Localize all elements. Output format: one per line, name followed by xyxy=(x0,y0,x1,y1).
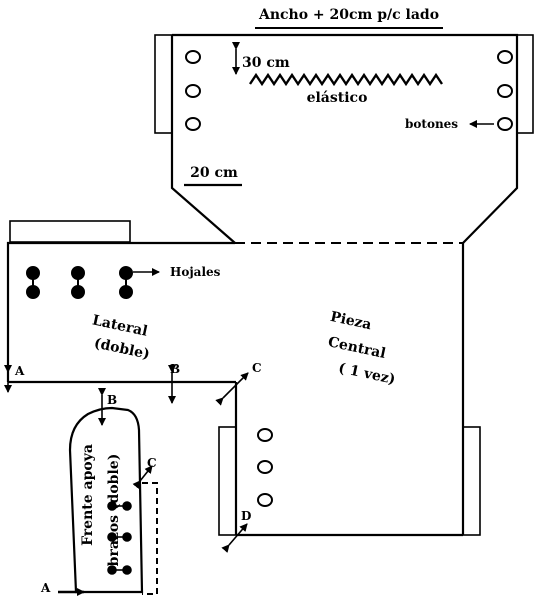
buttonholes-label: Hojales xyxy=(170,265,221,279)
marker-c-lateral-arrow xyxy=(215,372,249,406)
lateral-subtitle: (doble) xyxy=(93,335,151,362)
top-left-flap xyxy=(154,34,173,134)
central-piece xyxy=(218,243,481,537)
button-icon xyxy=(497,117,513,131)
central-buttons xyxy=(257,428,273,507)
central-title-1: Pieza xyxy=(329,309,373,333)
top-piece-outline xyxy=(170,33,519,244)
depth-30-label: 30 cm xyxy=(242,55,290,71)
central-left-flap xyxy=(218,426,237,536)
button-icon xyxy=(257,428,273,442)
buttonholes xyxy=(26,266,133,299)
width-note: Ancho + 20cm p/c lado xyxy=(258,7,439,23)
marker-c-lateral-label: C xyxy=(252,361,262,375)
central-title-3: ( 1 vez) xyxy=(337,360,397,388)
lateral-piece xyxy=(6,220,236,384)
central-right-flap xyxy=(462,426,481,536)
armrest-title: Frente apoya xyxy=(80,444,96,546)
marker-a-armrest-label: A xyxy=(40,581,51,595)
button-icon xyxy=(185,50,201,64)
button-icon xyxy=(257,493,273,507)
marker-d-central-arrow xyxy=(221,523,248,553)
elastic-label: elástico xyxy=(307,90,368,106)
lateral-outline xyxy=(6,241,235,382)
match-markers xyxy=(4,365,249,596)
top-piece xyxy=(154,27,534,244)
marker-c-armrest-label: C xyxy=(147,456,157,470)
top-buttons xyxy=(185,50,513,131)
marker-c-armrest-arrow xyxy=(132,465,153,489)
button-icon xyxy=(257,460,273,474)
button-icon xyxy=(497,50,513,64)
marker-a-lateral-label: A xyxy=(14,364,25,378)
buttons-label: botones xyxy=(405,117,458,131)
depth-20-label: 20 cm xyxy=(190,165,238,181)
elastic-zigzag xyxy=(249,72,443,87)
button-icon xyxy=(185,84,201,98)
marker-b-lateral-label: B xyxy=(170,362,180,376)
button-icon xyxy=(185,117,201,131)
central-title-2: Central xyxy=(327,334,388,362)
marker-d-central-label: D xyxy=(241,509,251,523)
marker-b-armrest-label: B xyxy=(107,393,117,407)
top-right-flap xyxy=(516,34,534,134)
armrest-subtitle: brazos (doble) xyxy=(106,454,122,567)
button-icon xyxy=(497,84,513,98)
armrest-buttonholes xyxy=(107,501,132,575)
lateral-top-flap xyxy=(9,220,131,243)
armrest-dashed-extension xyxy=(142,482,158,595)
